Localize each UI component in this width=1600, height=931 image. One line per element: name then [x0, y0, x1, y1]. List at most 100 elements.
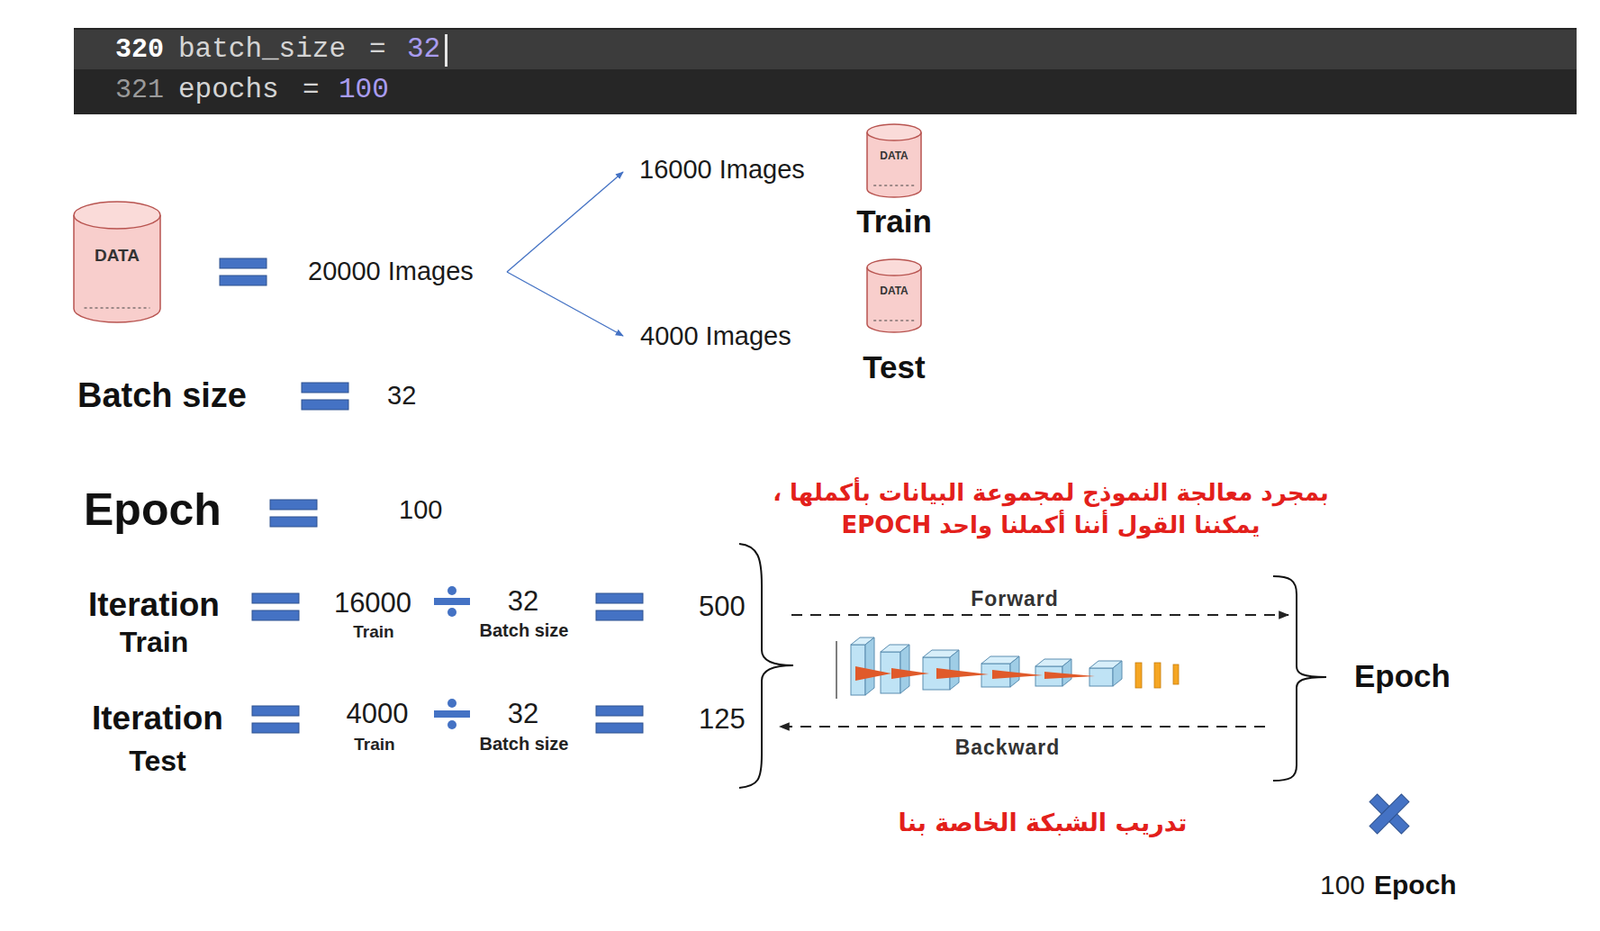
result-number: 125: [698, 703, 746, 736]
cnn-illustration-part: [855, 666, 892, 681]
equals-sign-part: [596, 723, 643, 733]
data-cylinder: DATATest: [867, 259, 922, 333]
cnn-illustration-part: [891, 668, 930, 679]
multiply-cross-part: [1369, 794, 1410, 834]
line-number: 321: [115, 74, 164, 107]
equals-sign-part: [270, 516, 317, 527]
data-cylinder: DATATrain: [867, 124, 922, 198]
count-label: 16000 Images: [639, 154, 805, 185]
count-label: 20000 Images: [307, 256, 474, 287]
value-caption: Batch size: [479, 733, 570, 755]
equals-sign-part: [596, 610, 643, 621]
cylinder-body: [73, 215, 161, 323]
divide-sign-part: [433, 597, 471, 606]
divide-sign-part: [447, 586, 457, 596]
split-arrow: [506, 171, 624, 336]
equals-sign-part: [301, 382, 349, 393]
split-arrow-part: [506, 171, 624, 272]
term-heading: Epoch: [1354, 658, 1451, 695]
flow-arrow-part: [779, 725, 1266, 728]
value-number: 32: [507, 585, 539, 618]
term-heading: Epoch: [83, 484, 222, 537]
value-caption: Train: [353, 734, 395, 755]
cnn-illustration-part: [865, 637, 875, 696]
equals-sign-part: [252, 705, 299, 716]
cylinder-dash: [873, 185, 915, 187]
term-subheading: Test: [128, 744, 186, 778]
code-editor-bar: [73, 27, 1577, 115]
divide-sign: [433, 586, 471, 730]
cylinder-top: [73, 201, 161, 229]
cylinder-dash: [84, 307, 151, 309]
value-number: 32: [507, 697, 539, 731]
arabic-note: تدريب الشبكة الخاصة بنا: [898, 808, 1188, 837]
term-heading: Iteration: [88, 586, 220, 625]
value-number: 100: [398, 495, 443, 525]
equals-sign-part: [219, 258, 267, 269]
equals-sign-part: [252, 593, 299, 604]
cnn-illustration-part: [1112, 660, 1122, 687]
code-number: 100: [338, 73, 389, 107]
store-heading: Test: [862, 350, 925, 386]
code-editor-bar-part: [73, 27, 1577, 115]
code-token: =: [302, 73, 320, 107]
cnn-illustration: [836, 637, 1179, 699]
equals-sign-part: [301, 399, 349, 410]
code-token: batch_size: [178, 33, 346, 66]
count-label: 4000 Images: [640, 321, 792, 352]
arabic-note: بمجرد معالجة النموذج لمجموعة البيانات بأ…: [762, 476, 1339, 543]
flow-arrow-part: [791, 614, 1289, 616]
code-token: epochs: [178, 73, 280, 107]
pass-label: Forward: [966, 587, 1064, 611]
multiply-cross: [1357, 782, 1422, 847]
data-cylinder: DATA: [73, 201, 161, 323]
cnn-illustration-part: [850, 637, 1122, 696]
store-label: DATA: [94, 246, 140, 266]
cylinder-body: [867, 267, 922, 333]
divide-sign-part: [447, 720, 457, 730]
square-bracket-part: [1273, 576, 1327, 781]
square-bracket: [1273, 576, 1327, 781]
curly-brace: [739, 543, 794, 788]
cylinder-body: [867, 132, 922, 198]
cnn-illustration-part: [1154, 662, 1161, 688]
code-number: 32: [406, 33, 441, 66]
curly-brace-part: [739, 543, 794, 788]
store-label: DATA: [879, 150, 909, 163]
cnn-illustration-part: [1089, 668, 1113, 687]
store-label: DATA: [879, 285, 909, 298]
equals-sign-part: [252, 723, 299, 733]
cnn-illustration-part: [835, 641, 838, 699]
line-number: 320: [115, 34, 164, 66]
cnn-illustration-part: [1135, 662, 1179, 688]
cnn-illustration-part: [1010, 656, 1020, 688]
equals-sign: [219, 258, 643, 733]
value-number: 32: [387, 380, 416, 411]
divide-sign-part: [447, 698, 457, 708]
equals-sign-part: [596, 593, 643, 604]
equals-sign-part: [596, 705, 643, 716]
term-subheading: Train: [119, 625, 189, 660]
flow-arrow: [779, 614, 1289, 727]
cylinder-top: [867, 259, 922, 276]
value-caption: Batch size: [479, 620, 570, 642]
value-number: 100: [1319, 869, 1365, 902]
value-number: 4000: [346, 697, 409, 731]
equals-sign-part: [270, 499, 317, 510]
divide-sign-part: [447, 607, 457, 617]
code-editor-bar-part: [444, 34, 448, 67]
cylinder-top: [867, 124, 922, 141]
cnn-illustration-part: [855, 666, 1095, 681]
multiply-cross-part: [1369, 794, 1410, 834]
divide-sign-part: [433, 710, 471, 718]
equals-sign-part: [252, 610, 299, 621]
code-token: =: [369, 33, 387, 66]
code-editor-bar-part: [73, 29, 1577, 70]
cnn-illustration-part: [1135, 662, 1142, 688]
pass-label: Backward: [950, 735, 1066, 760]
cnn-illustration-part: [1173, 664, 1179, 685]
equals-sign-part: [219, 275, 267, 286]
cnn-illustration-part: [936, 668, 989, 679]
result-number: 500: [698, 590, 746, 624]
